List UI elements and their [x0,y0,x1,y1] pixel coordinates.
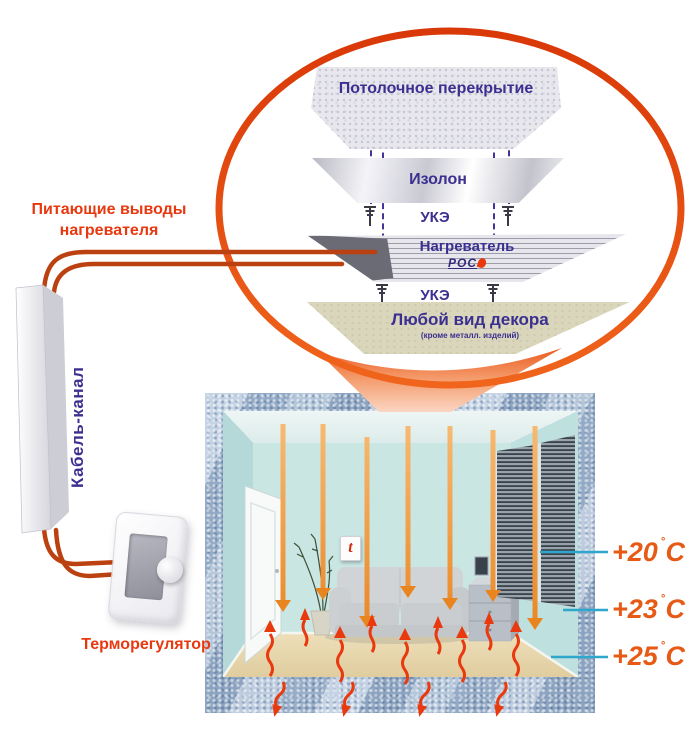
uke-label: УКЭ [420,209,450,226]
heat-down-arrowheads [275,586,543,630]
layer-label: Изолон [409,171,467,188]
screw-icon [376,284,388,304]
heat-up-arrows [266,619,520,685]
thermostat-device [107,511,189,625]
layer-label: Нагреватель [419,238,515,255]
heat-up-arrowheads [264,608,522,640]
room-door [244,485,282,665]
temp-value: +25 [612,641,658,671]
room-floor [223,633,578,677]
supply-wires [41,249,378,579]
photo-frame [474,556,489,576]
temperature-pointer-lines [540,550,608,659]
heat-down-arrows [280,424,538,618]
temp-unit: C [665,594,685,624]
zoom-funnel [318,348,562,412]
temperature-label: +20˚C [612,535,685,567]
temp-unit: C [665,537,685,567]
temp-value: +23 [612,594,658,624]
cable-channel [15,284,69,534]
temperature-label: +23˚C [612,592,685,624]
layer-label: Потолочное перекрытие [338,80,534,97]
heater-brand-logo: РОС [308,256,626,270]
wall-thermostat-marker: t [340,536,361,561]
screw-icon [487,284,499,304]
layer-ceiling-slab: Потолочное перекрытие [311,67,561,149]
screw-icon [364,206,376,226]
room-ceiling [223,411,578,443]
degree-symbol: ˚ [659,592,665,608]
power-leads-label: Питающие выводы нагревателя [31,201,187,239]
temp-unit: C [665,641,685,671]
thermostat-label: Терморегулятор [81,636,211,653]
cable-channel-label: Кабель-канал [68,366,87,488]
brand-text: РОС [447,256,477,270]
room-plant [293,533,334,636]
degree-symbol: ˚ [659,535,665,551]
degree-symbol: ˚ [659,639,665,655]
temperature-label: +25˚C [612,639,685,671]
layer-note: (кроме металл. изделий) [420,331,520,340]
callout-ellipse-ring [215,27,685,389]
layer-izolon: Изолон [312,158,564,203]
screw-icon [502,206,514,226]
layer-label: Любой вид декора [391,310,549,329]
uke-label: УКЭ [420,287,450,304]
temp-value: +20 [612,537,658,567]
room-illustration [223,411,578,677]
heat-loss-arrows [272,681,508,717]
